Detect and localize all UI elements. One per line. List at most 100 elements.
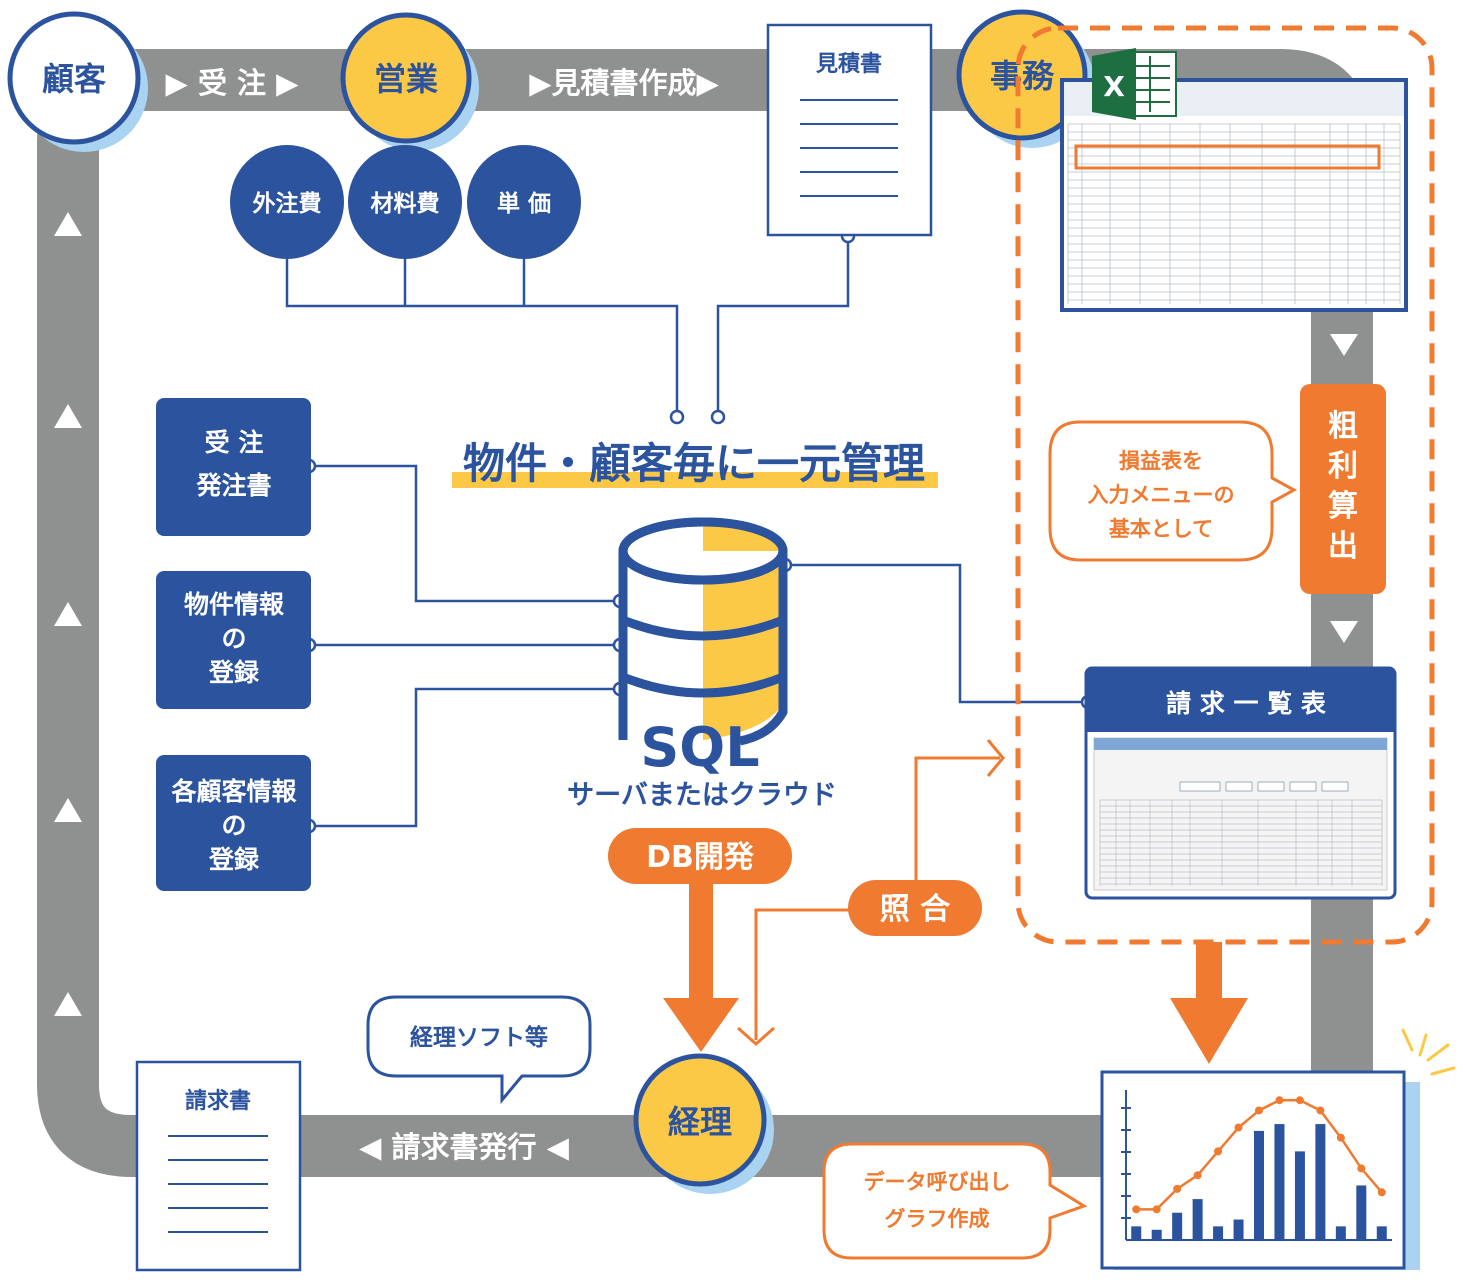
db-dev-arrow-icon	[663, 884, 739, 1052]
pl-bubble-line3: 基本として	[1109, 517, 1213, 541]
graph-point	[1214, 1147, 1223, 1156]
unit-price-label: 単 価	[497, 190, 551, 217]
graph-bar	[1131, 1226, 1142, 1240]
graph-bar	[1172, 1212, 1183, 1240]
estimate-document: 見積書	[766, 23, 933, 237]
graph-bar	[1335, 1226, 1346, 1240]
gross-profit-char2: 利	[1328, 449, 1358, 484]
graph-point	[1316, 1106, 1325, 1115]
outsourcing-cost-label: 外注費	[253, 190, 322, 217]
material-cost-label: 材料費	[371, 191, 440, 217]
gross-profit-box	[1300, 384, 1386, 594]
graph-point	[1132, 1205, 1141, 1214]
gross-profit-char4: 出	[1328, 529, 1358, 564]
pl-basis-bubble: 損益表を 入力メニューの 基本として	[1048, 420, 1298, 562]
accounting-software-label: 経理ソフト等	[410, 1024, 548, 1051]
graph-bar	[1233, 1219, 1244, 1240]
connector-lines	[285, 236, 1088, 828]
order-label: ▶ 受 注 ▶	[166, 66, 300, 100]
customer-register-line2: の	[221, 811, 246, 840]
graph-bar	[1376, 1226, 1387, 1240]
property-register-box	[156, 571, 311, 709]
accounting-software-bubble: 経理ソフト等	[366, 995, 592, 1105]
graph-point	[1295, 1096, 1304, 1105]
graph-point	[1275, 1096, 1284, 1105]
graph-bar	[1315, 1124, 1326, 1240]
property-register-line1: 物件情報	[184, 590, 285, 619]
accounting-node: 経理	[633, 1053, 774, 1194]
estimate-doc-title: 見積書	[816, 51, 882, 77]
db-dev-pill	[608, 828, 792, 884]
graph-point	[1152, 1205, 1161, 1214]
up-arrow-icon	[54, 992, 82, 1016]
left-boxes: 受 注 発注書 物件情報 の 登録 各顧客情報 の 登録	[156, 398, 311, 891]
graph-bubble-line2: グラフ作成	[885, 1207, 990, 1231]
up-arrow-icon	[54, 798, 82, 822]
up-arrows	[54, 212, 82, 1016]
gross-profit-char1: 粗	[1328, 409, 1358, 444]
spreadsheet-screenshot	[1060, 78, 1408, 312]
db-dev-label: DB開発	[646, 840, 755, 875]
gross-profit-char3: 算	[1328, 489, 1358, 524]
invoice-issue-label: ◀ 請求書発行 ◀	[359, 1130, 569, 1164]
down-arrows	[1330, 334, 1358, 643]
up-arrow-icon	[54, 404, 82, 428]
db-name: SQL	[640, 716, 759, 779]
graph-point	[1357, 1164, 1366, 1173]
database-icon	[618, 517, 788, 746]
graph-bar	[1151, 1229, 1162, 1240]
invoice-list-panel: 請 求 一 覧 表	[1084, 666, 1397, 900]
accounting-label: 経理	[668, 1103, 732, 1141]
graph-point	[1234, 1123, 1243, 1132]
down-arrow-icon	[1330, 621, 1358, 643]
graph-point	[1336, 1133, 1345, 1142]
excel-icon-letter: X	[1103, 70, 1125, 103]
graph-bar	[1213, 1226, 1224, 1240]
order-sheet-box	[156, 398, 311, 536]
sparkle-icon	[1401, 1028, 1456, 1076]
property-register-line2: の	[221, 624, 246, 653]
pl-bubble-line1: 損益表を	[1119, 449, 1203, 473]
office-work-panel	[1015, 25, 1435, 945]
property-register-line3: 登録	[208, 658, 260, 687]
unit-price-circle	[467, 145, 581, 259]
headline-highlight	[452, 472, 938, 488]
down-arrow-icon	[1330, 334, 1358, 356]
customer-label: 顧客	[42, 60, 106, 98]
customer-register-line3: 登録	[208, 845, 260, 874]
customer-register-line1: 各顧客情報	[170, 777, 297, 806]
graph-bar	[1274, 1124, 1285, 1240]
sales-label: 営業	[374, 60, 438, 98]
office-label: 事務	[990, 57, 1055, 95]
graph-point	[1255, 1106, 1263, 1115]
cost-items: 外注費 材料費 単 価	[230, 145, 581, 259]
invoice-document: 請求書	[135, 1060, 302, 1272]
reconcile-arrow-to-accounting	[754, 908, 850, 1040]
excel-icon: X	[1092, 48, 1177, 120]
graph-point	[1193, 1171, 1202, 1180]
customer-register-box	[156, 755, 311, 891]
sales-node: 営業	[340, 12, 479, 151]
graph-point	[1173, 1184, 1182, 1193]
pl-bubble-line2: 入力メニューの	[1088, 483, 1235, 507]
graph-panel	[1100, 1070, 1420, 1270]
up-arrow-icon	[54, 212, 82, 236]
db-subtitle: サーバまたはクラウド	[567, 780, 837, 811]
up-arrow-icon	[54, 602, 82, 626]
reconcile-pill	[848, 880, 982, 936]
material-cost-circle	[348, 145, 462, 259]
graph-point	[1377, 1188, 1386, 1197]
headline: 物件・顧客毎に一元管理	[463, 439, 925, 488]
graph-bar	[1192, 1199, 1203, 1240]
to-graph-arrow-icon	[1170, 942, 1248, 1064]
quote-creation-label: ▶見積書作成▶	[529, 66, 719, 100]
outsourcing-cost-circle	[230, 145, 344, 259]
customer-node: 顧客	[7, 11, 148, 152]
graph-bubble-line1: データ呼び出し	[864, 1170, 1011, 1194]
order-sheet-line2: 発注書	[195, 471, 271, 500]
graph-bubble: データ呼び出し グラフ作成	[822, 1142, 1088, 1260]
invoice-doc-title: 請求書	[185, 1088, 251, 1114]
order-sheet-line1: 受 注	[205, 428, 264, 457]
